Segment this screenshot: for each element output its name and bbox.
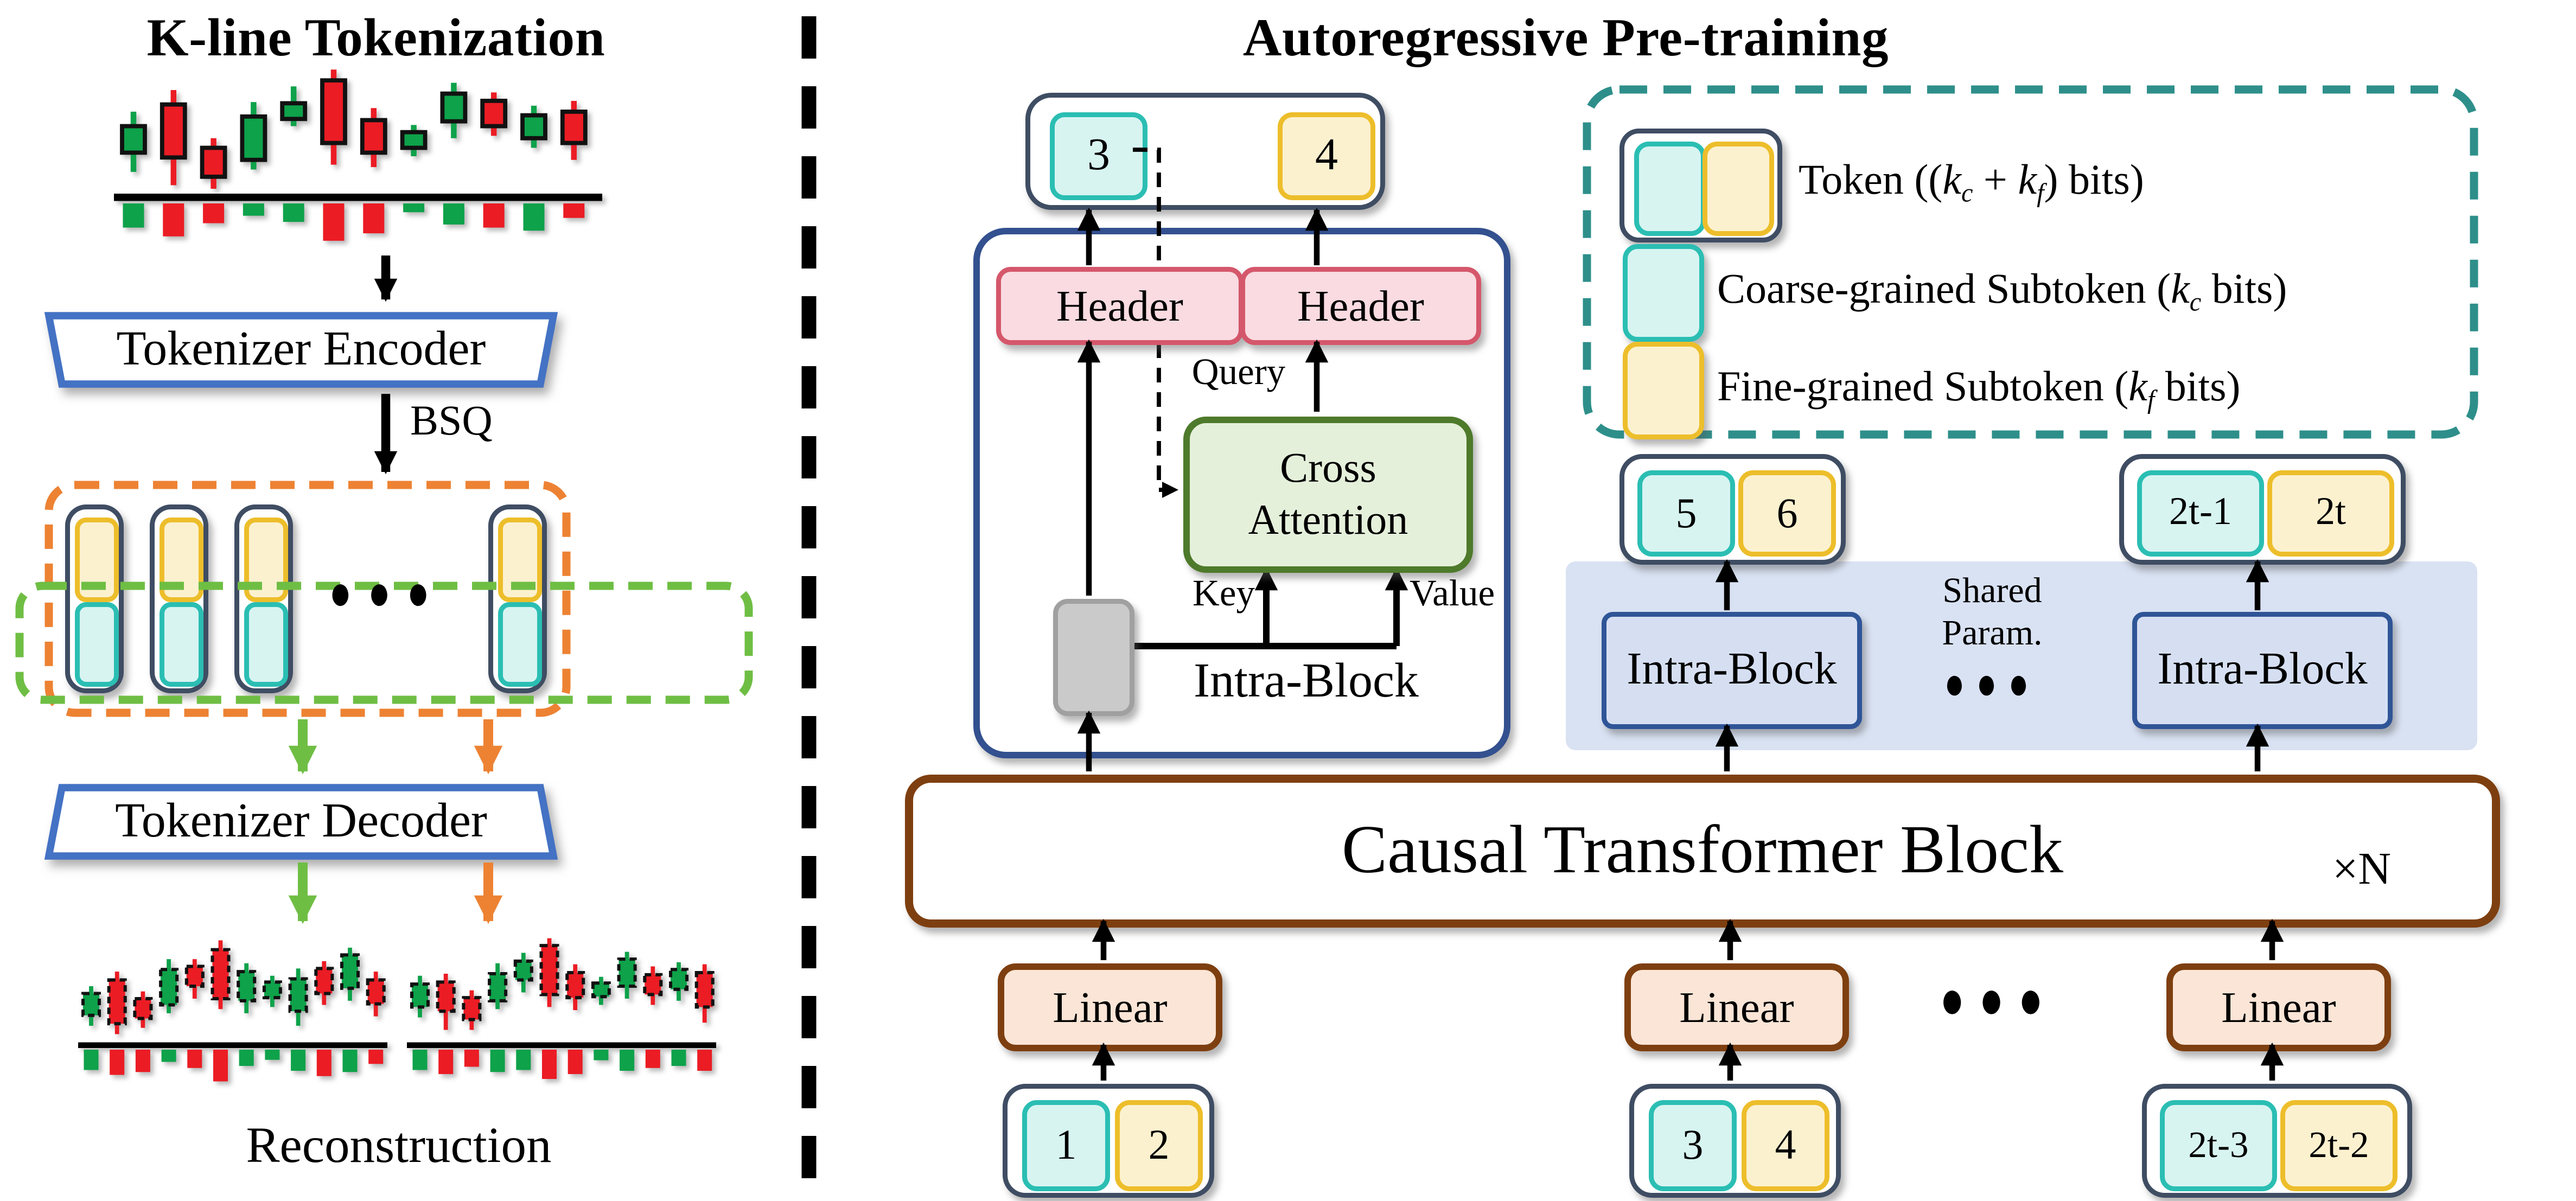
candlestick-chart-reconstruction-right xyxy=(407,938,716,1079)
fine-subtoken-4: 4 xyxy=(1742,1100,1829,1191)
header-label: Header xyxy=(1297,280,1424,330)
legend-token-icon xyxy=(1619,129,1782,242)
legend-fine-icon xyxy=(1623,342,1704,439)
query-label: Query xyxy=(1191,352,1286,392)
fine-subtoken-icon xyxy=(1703,142,1774,236)
linear-box-2: Linear xyxy=(1624,963,1849,1051)
intra-block-box-label: Intra-Block xyxy=(1627,644,1837,695)
legend-row-token-label: Token ((kc + kf) bits) xyxy=(1799,156,2144,208)
token-value: 2t-1 xyxy=(2169,491,2232,534)
value-label: Value xyxy=(1410,573,1495,614)
shared-param-ellipsis-dots: ●●● xyxy=(1944,656,2041,710)
coarse-subtoken-1: 1 xyxy=(1022,1100,1110,1191)
coarse-subtoken-3: 3 xyxy=(1649,1100,1737,1191)
fine-subtoken-icon xyxy=(244,518,288,602)
fine-subtoken-2: 2 xyxy=(1115,1100,1203,1191)
linear-box-3: Linear xyxy=(2166,963,2391,1051)
coarse-subtoken-2t-1: 2t-1 xyxy=(2137,470,2264,557)
token-value: 4 xyxy=(1775,1121,1796,1168)
candlestick-chart-reconstruction-left xyxy=(78,940,387,1082)
token-pill-1 xyxy=(65,504,124,693)
token-value: 2 xyxy=(1148,1121,1170,1168)
causal-transformer-block: Causal Transformer Block ×N xyxy=(905,775,2500,928)
linear-label: Linear xyxy=(1053,982,1168,1031)
token-pill-3 xyxy=(234,504,293,693)
linear-label: Linear xyxy=(2221,982,2336,1031)
coarse-subtoken-3: 3 xyxy=(1050,112,1147,200)
fine-subtoken-6: 6 xyxy=(1738,470,1836,557)
header-box-left: Header xyxy=(996,267,1244,345)
coarse-subtoken-icon xyxy=(75,602,119,687)
token-pair-5-6: 5 6 xyxy=(1619,454,1846,565)
header-label: Header xyxy=(1056,280,1183,330)
fine-subtoken-2t: 2t xyxy=(2267,470,2394,557)
bottom-ellipsis-dots: ●●● xyxy=(1940,972,2058,1031)
token-value: 2t-3 xyxy=(2188,1125,2249,1165)
coarse-subtoken-icon xyxy=(498,602,542,687)
cross-attention-box: Cross Attention xyxy=(1183,417,1473,573)
ctb-label: Causal Transformer Block xyxy=(1342,814,2063,889)
intra-block-box-left: Intra-Block xyxy=(1602,612,1862,729)
bsq-label: BSQ xyxy=(410,397,493,444)
right-panel-title: Autoregressive Pre-training xyxy=(1242,10,1889,68)
fine-subtoken-icon xyxy=(498,518,542,602)
coarse-subtoken-2t-3: 2t-3 xyxy=(2160,1100,2277,1191)
legend-coarse-icon xyxy=(1623,244,1704,342)
fine-subtoken-2t-2: 2t-2 xyxy=(2280,1100,2398,1191)
token-value: 6 xyxy=(1776,489,1798,536)
token-pill-2 xyxy=(150,504,208,693)
intra-block-box-right: Intra-Block xyxy=(2132,612,2393,729)
left-panel-title: K-line Tokenization xyxy=(146,10,605,68)
tokenizer-decoder-label: Tokenizer Decoder xyxy=(115,794,487,848)
fine-subtoken-icon xyxy=(160,518,203,602)
coarse-subtoken-icon xyxy=(244,602,288,687)
tokenizer-encoder-label: Tokenizer Encoder xyxy=(116,322,486,376)
token-value: 1 xyxy=(1055,1121,1077,1168)
linear-box-1: Linear xyxy=(998,963,1222,1051)
intra-block-box-label: Intra-Block xyxy=(2157,644,2368,695)
fine-subtoken-icon xyxy=(75,518,119,602)
token-pill-4 xyxy=(488,504,547,693)
token-value: 3 xyxy=(1682,1121,1704,1168)
token-ellipsis-dots: ●●● xyxy=(329,565,446,621)
hidden-state-box xyxy=(1053,599,1134,716)
token-pair-2t: 2t-1 2t xyxy=(2119,454,2406,565)
output-token-pair: 3 4 xyxy=(1025,93,1385,210)
cross-attention-label: Cross Attention xyxy=(1248,444,1408,544)
input-token-pair-3: 2t-3 2t-2 xyxy=(2142,1084,2412,1198)
token-value: 2t-2 xyxy=(2309,1125,2369,1165)
input-token-pair-1: 1 2 xyxy=(1003,1084,1214,1198)
input-token-pair-2: 3 4 xyxy=(1629,1084,1841,1198)
shared-param-label: Shared Param. xyxy=(1942,570,2043,653)
repeat-count-label: ×N xyxy=(2332,845,2391,895)
coarse-subtoken-5: 5 xyxy=(1637,470,1735,557)
coarse-subtoken-icon xyxy=(160,602,203,687)
candlestick-chart-original xyxy=(114,69,602,241)
intra-block-label: Intra-Block xyxy=(1194,654,1419,708)
coarse-subtoken-icon xyxy=(1634,142,1706,236)
token-value: 3 xyxy=(1087,130,1110,181)
header-box-right: Header xyxy=(1240,267,1481,345)
reconstruction-label: Reconstruction xyxy=(246,1116,552,1173)
linear-label: Linear xyxy=(1679,982,1794,1031)
key-label: Key xyxy=(1193,573,1255,614)
token-value: 5 xyxy=(1675,489,1697,536)
token-value: 4 xyxy=(1315,130,1338,181)
legend-row-fine-label: Fine-grained Subtoken (kf bits) xyxy=(1717,363,2241,415)
fine-subtoken-4: 4 xyxy=(1278,112,1375,200)
token-value: 2t xyxy=(2315,491,2346,534)
legend-row-coarse-label: Coarse-grained Subtoken (kc bits) xyxy=(1717,265,2287,317)
